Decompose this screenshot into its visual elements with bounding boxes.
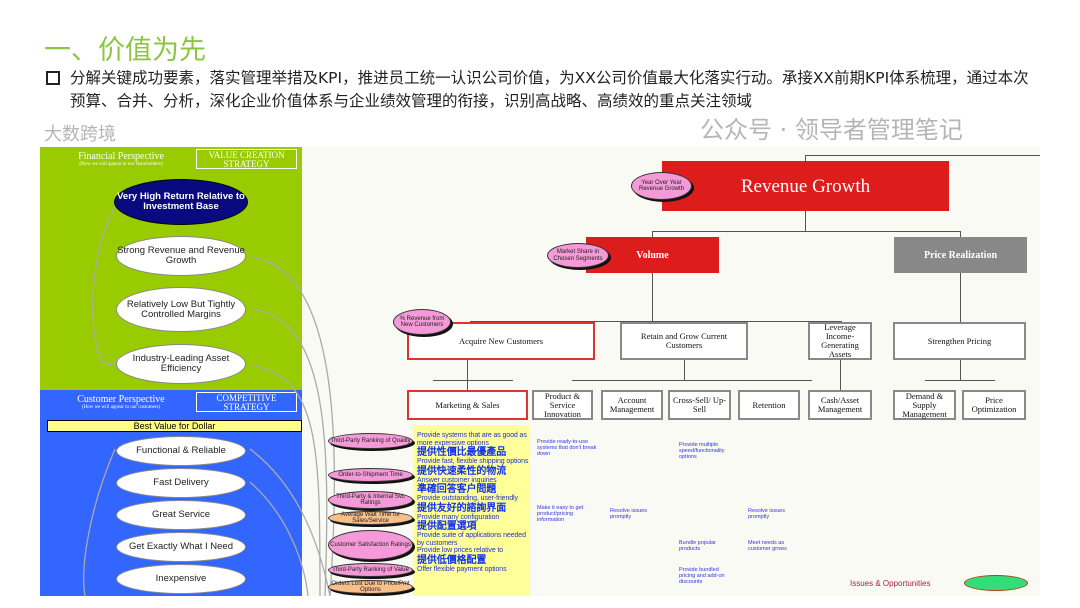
- level3-box: Leverage Income-Generating Assets: [808, 322, 872, 360]
- customer-item: Great Service: [116, 500, 246, 530]
- action-item: Provide suite of applications needed by …: [417, 532, 526, 547]
- customer-item: Functional & Reliable: [116, 436, 246, 466]
- note: Provide multiple speed/functionality opt…: [679, 442, 725, 460]
- legend-swatch: [964, 575, 1028, 591]
- level4-box: Cash/Asset Management: [808, 390, 872, 420]
- customer-title: Customer Perspective: [77, 394, 165, 405]
- value-creation-strategy: VALUE CREATION STRATEGY: [196, 149, 297, 169]
- description: 分解关键成功要素，落实管理举措及KPI，推进员工统一认识公司价值，为XX公司价值…: [70, 69, 1029, 110]
- value-creation-diagram: Financial Perspective(How we will appear…: [40, 147, 1040, 596]
- note: Resolve issues promptly: [610, 508, 647, 520]
- level3-box: Strengthen Pricing: [893, 322, 1026, 360]
- level4-box: Cross-Sell/ Up-Sell: [668, 390, 731, 420]
- best-value-banner: Best Value for Dollar: [47, 420, 302, 432]
- connector-curves: [83, 206, 336, 596]
- level4-box: Price Optimization: [962, 390, 1026, 420]
- kpi-oval: Third-Party Ranking of Value: [328, 563, 413, 577]
- kpi-oval: Year Over Year Revenue Growth: [631, 172, 692, 200]
- level4-box: Account Management: [601, 390, 663, 420]
- financial-item: Relatively Low But Tightly Controlled Ma…: [116, 287, 246, 332]
- revenue-growth-box: Revenue Growth: [662, 161, 949, 211]
- kpi-oval: Customer Satisfaction Ratings: [328, 530, 413, 560]
- level4-box: Product & Service Innovation: [532, 390, 593, 420]
- watermark-right: 公众号 · 领导者管理笔记: [700, 116, 963, 144]
- kpi-oval: Orders Lost Due to Price/Pmt Options: [328, 580, 413, 594]
- note: Make it easy to get product/pricing info…: [537, 505, 584, 523]
- financial-perspective-panel: Financial Perspective(How we will appear…: [40, 147, 302, 390]
- kpi-oval: Market Share in Chosen Segments: [547, 243, 609, 268]
- note: Provide bundled pricing and add-on disco…: [679, 567, 725, 585]
- customer-item: Get Exactly What I Need: [116, 532, 246, 562]
- actions-strip: [413, 425, 530, 596]
- financial-item: Very High Return Relative to Investment …: [114, 179, 248, 225]
- level3-box: Acquire New Customers: [407, 322, 595, 360]
- action-item: Provide systems that are as good as more…: [417, 432, 527, 458]
- checkbox-bullet-icon: [46, 71, 60, 85]
- page-title: 一、价值为先: [44, 35, 206, 66]
- competitive-strategy: COMPETITIVE STRATEGY: [196, 392, 297, 412]
- kpi-oval: % Revenue from New Customers: [393, 309, 451, 335]
- kpi-oval: Average Wait Time for Sales/Service: [328, 511, 413, 525]
- financial-item: Industry-Leading Asset Efficiency: [116, 344, 246, 384]
- kpi-oval: Third-Party Ranking of Quality: [328, 433, 413, 449]
- note: Meet needs as customer grows: [748, 540, 787, 552]
- watermark-left: 大数跨境: [44, 124, 116, 145]
- customer-item: Inexpensive: [116, 564, 246, 594]
- action-item: Offer flexible payment options: [417, 565, 507, 573]
- financial-item: Strong Revenue and Revenue Growth: [116, 236, 246, 276]
- note: Resolve issues promptly: [748, 508, 785, 520]
- kpi-oval: Third-Party & Internal Svc Ratings: [328, 491, 413, 509]
- action-list: Provide systems that are as good as more…: [417, 432, 533, 573]
- note: Provide ready-to-use systems that don't …: [537, 439, 597, 457]
- price-realization-box: Price Realization: [894, 237, 1027, 273]
- financial-subtitle: (How we will appear to our shareholders): [79, 162, 163, 167]
- level3-box: Retain and Grow Current Customers: [620, 322, 748, 360]
- legend-label: Issues & Opportunities: [850, 579, 931, 588]
- level4-box: Marketing & Sales: [407, 390, 528, 420]
- financial-title: Financial Perspective: [78, 151, 164, 162]
- customer-subtitle: (How we will appear to our customers): [81, 405, 161, 410]
- customer-item: Fast Delivery: [116, 468, 246, 498]
- note: Bundle popular products: [679, 540, 717, 552]
- customer-perspective-panel: Customer Perspective(How we will appear …: [40, 390, 302, 596]
- level4-box: Demand & Supply Management: [893, 390, 956, 420]
- kpi-oval: Order-to-Shipment Time: [328, 468, 413, 482]
- level4-box: Retention: [738, 390, 800, 420]
